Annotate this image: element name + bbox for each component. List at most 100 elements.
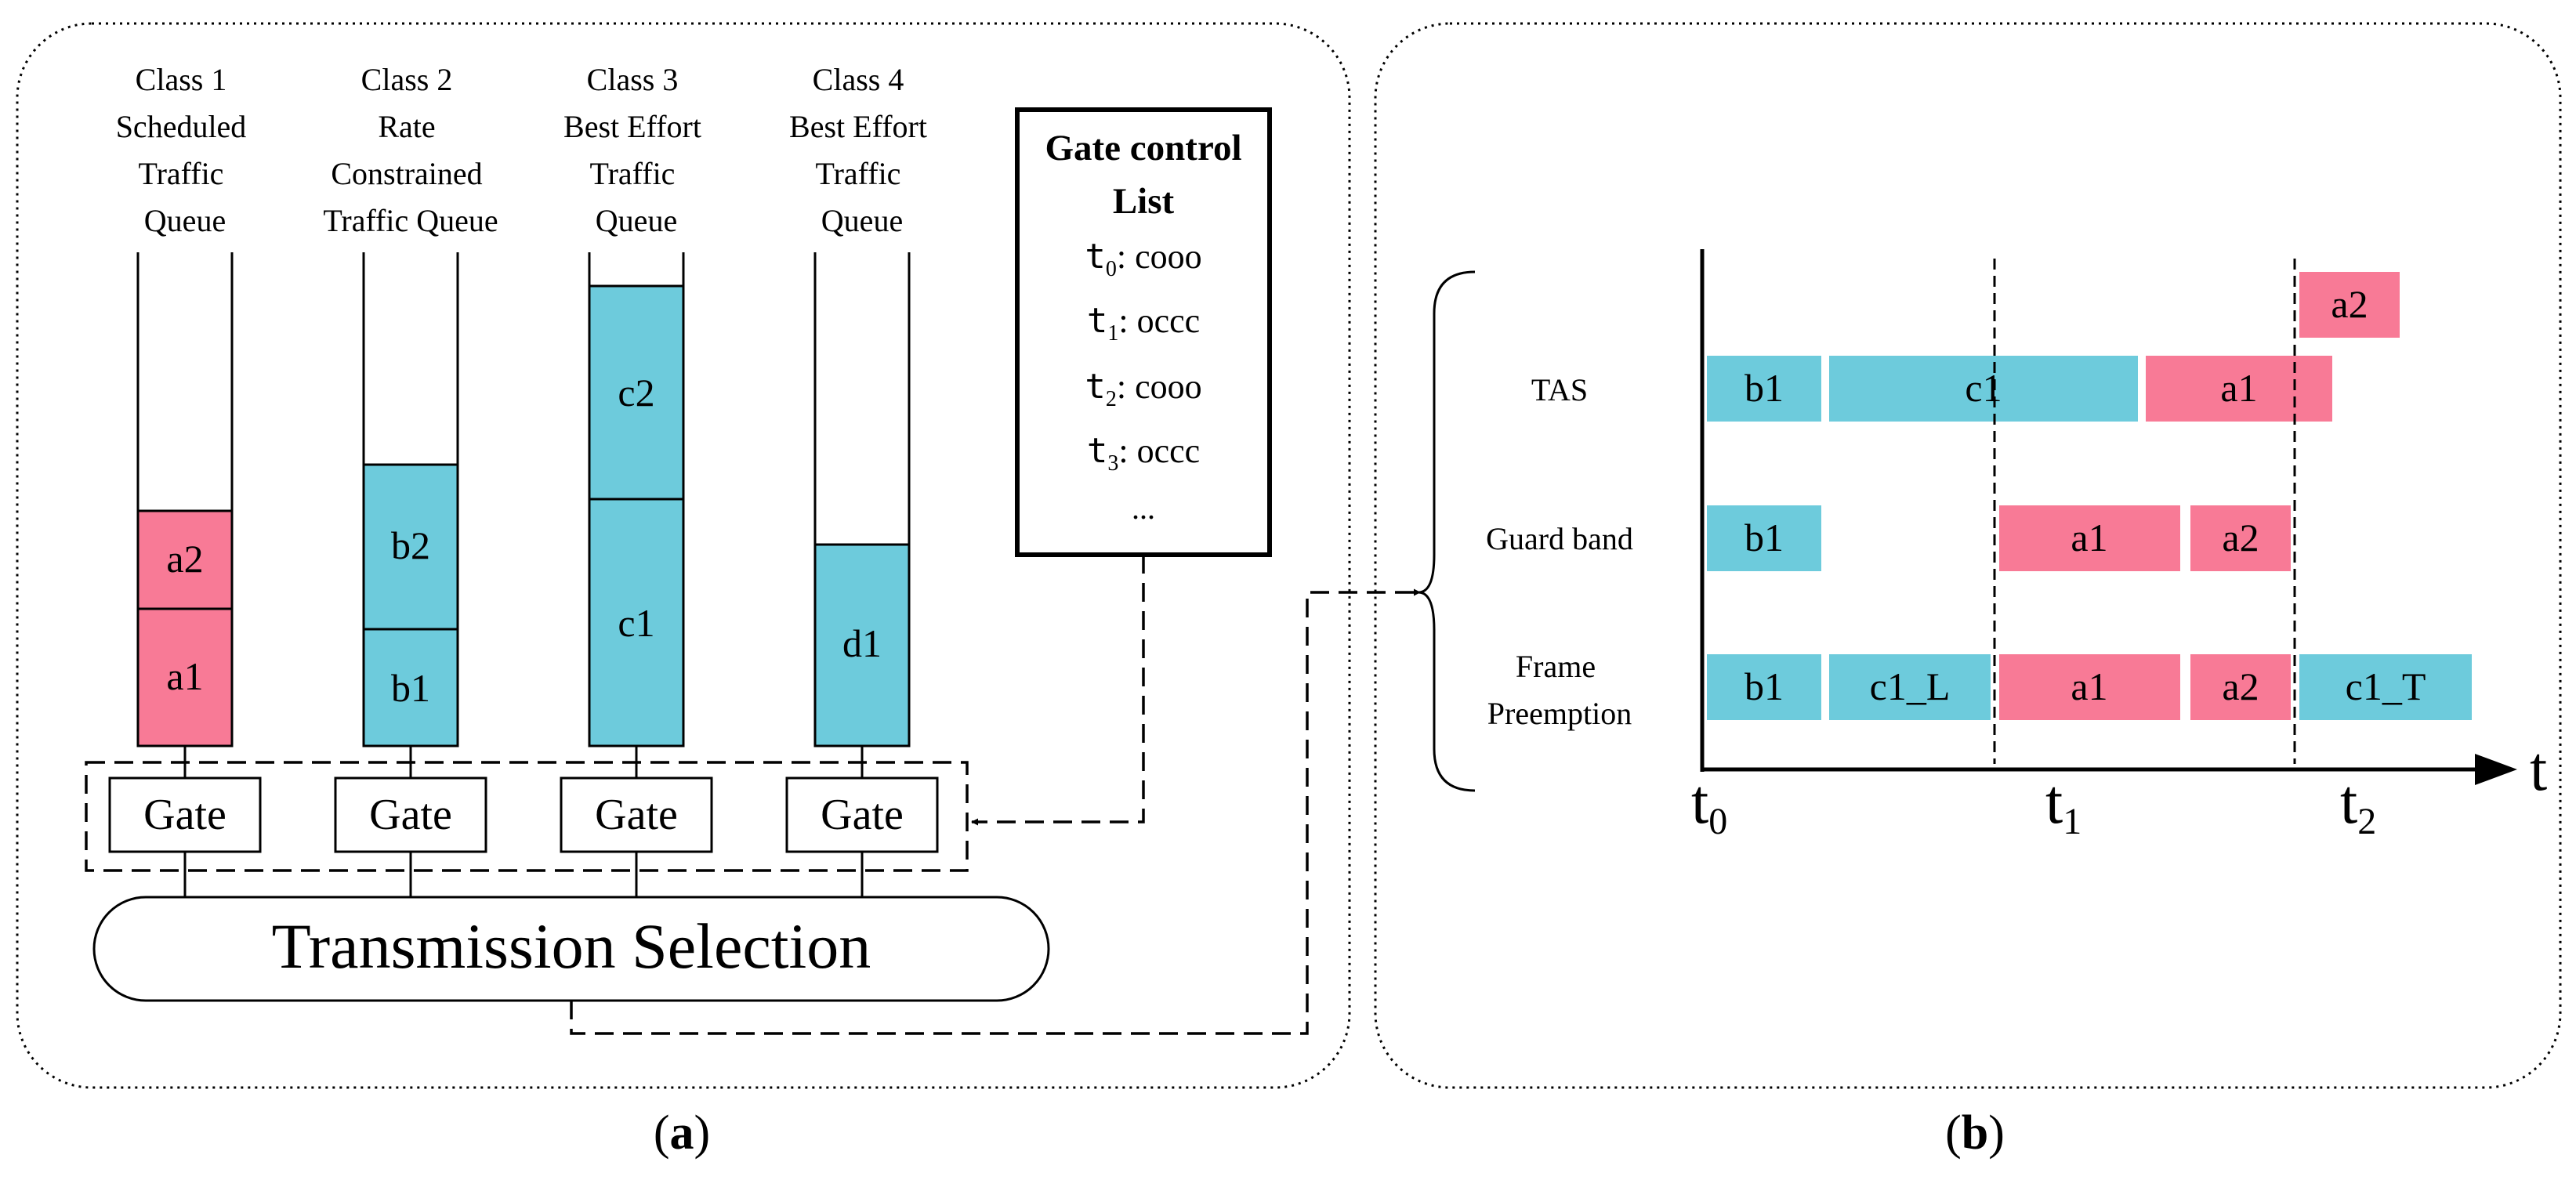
queue-3-header-line-1: Class 3 (587, 62, 679, 97)
row-label-frame-preemption-line-1: Frame (1516, 649, 1596, 684)
time-mark-t0-base: t (1691, 768, 1708, 837)
queue-2-frame-b1 (362, 628, 459, 747)
selection-to-timeline-arrow (570, 588, 1421, 1035)
fp-c1-l-label: c1_L (1870, 664, 1951, 708)
gcl-ellipsis: ... (1132, 490, 1155, 526)
gcl-entry-2-time: t (1085, 367, 1106, 407)
queue-1-frame-a2-label: a2 (166, 537, 203, 581)
panel-b-frame (1374, 22, 2562, 1089)
panel-a: Class 1 Scheduled Traffic Queue a2 a1 Ga… (16, 22, 1421, 1160)
gcl-entry-3: t3: occc (1087, 431, 1200, 476)
gcl-entry-3-state: : occc (1118, 432, 1200, 470)
queue-1-frame-a1 (136, 607, 234, 747)
panel-a-caption-open: ( (654, 1106, 670, 1160)
queue-1-gate-label: Gate (143, 791, 226, 839)
queue-4-header-line-4: Queue (821, 203, 903, 238)
tas-a2-block (2299, 272, 2400, 338)
queue-3-header-line-2: Best Effort (563, 109, 701, 144)
gate-control-list-box (1015, 107, 1272, 557)
time-mark-t1-base: t (2045, 768, 2063, 837)
queue-2: Class 2 Rate Constrained Traffic Queue b… (323, 62, 498, 897)
row-label-frame-preemption-line-2: Preemption (1487, 696, 1632, 731)
tas-a1-label: a1 (2220, 366, 2257, 410)
fp-a1-label: a1 (2071, 664, 2107, 708)
gcl-entry-0: t0: cooo (1085, 237, 1201, 281)
panel-b-caption-close: ) (1988, 1106, 2005, 1160)
gcl-entry-1-state: : occc (1118, 302, 1200, 340)
tas-row: b1 c1 a1 a2 (1707, 272, 2400, 422)
gcl-to-gates-arrow (971, 555, 1145, 826)
gcl-entry-2-state: : cooo (1117, 367, 1202, 406)
gcl-entry-1-sub: 1 (1107, 321, 1118, 346)
queue-3-gate (560, 776, 713, 853)
fp-b1-label: b1 (1745, 664, 1784, 708)
guard-band-row: b1 a1 a2 (1707, 505, 2291, 571)
queue-2-header: Class 2 Rate Constrained Traffic Queue (323, 62, 498, 238)
queue-3-frame-c2-label: c2 (618, 371, 654, 414)
guard-a2-label: a2 (2222, 516, 2259, 559)
tas-b1-block (1707, 356, 1821, 422)
queue-1-gate (108, 776, 262, 853)
gcl-entry-0-state: : cooo (1117, 237, 1202, 276)
time-mark-t1: t1 (2045, 768, 2081, 842)
queue-1: Class 1 Scheduled Traffic Queue a2 a1 Ga… (108, 62, 262, 897)
queue-4-header-line-2: Best Effort (789, 109, 927, 144)
guard-b1-block (1707, 505, 1821, 571)
tas-c1-block (1829, 356, 2138, 422)
guard-a1-block (1999, 505, 2180, 571)
fp-a2-block (2190, 654, 2291, 720)
gcl-entry-3-sub: 3 (1107, 451, 1118, 476)
time-mark-t2-base: t (2340, 768, 2357, 837)
queue-1-header-line-4: Queue (144, 203, 226, 238)
panel-a-frame (16, 22, 1351, 1089)
tas-c1-label: c1 (1965, 366, 2002, 410)
panel-b: TAS Guard band Frame Preemption b1 c1 a1… (1374, 22, 2562, 1160)
gate-control-list: Gate control List t0: cooo t1: occc t2: … (1015, 107, 1272, 557)
queue-4-header-line-3: Traffic (816, 156, 901, 191)
gcl-entry-3-time: t (1087, 431, 1108, 471)
queue-4-header-line-1: Class 4 (813, 62, 904, 97)
tas-b1-label: b1 (1745, 366, 1784, 410)
queue-3-header-line-3: Traffic (590, 156, 676, 191)
queue-3-gate-label: Gate (595, 791, 678, 839)
queue-2-gate (334, 776, 487, 853)
queue-4-gate-label: Gate (821, 791, 904, 839)
queue-2-header-line-4: Traffic Queue (323, 203, 498, 238)
gcl-entry-0-sub: 0 (1106, 257, 1117, 281)
gate-control-list-title-1: Gate control (1045, 128, 1241, 168)
queue-2-header-line-3: Constrained (331, 156, 482, 191)
time-mark-t2-sub: 2 (2357, 801, 2376, 842)
queue-1-frame-a2 (136, 509, 234, 610)
queue-1-header-line-1: Class 1 (136, 62, 227, 97)
time-mark-t0: t0 (1691, 768, 1727, 842)
queue-1-header-line-2: Scheduled (116, 109, 247, 144)
queue-3-header-line-4: Queue (596, 203, 677, 238)
frame-preemption-row: b1 c1_L a1 a2 c1_T (1707, 654, 2472, 720)
fp-c1-t-block (2299, 654, 2472, 720)
queue-4-header: Class 4 Best Effort Traffic Queue (789, 62, 935, 238)
queue-3-frame-c2 (588, 284, 685, 501)
time-mark-t1-sub: 1 (2063, 801, 2081, 842)
guard-a1-label: a1 (2071, 516, 2107, 559)
queue-3-header: Class 3 Best Effort Traffic Queue (563, 62, 709, 238)
queue-3-frame-c1-label: c1 (618, 601, 654, 645)
gcl-entry-1-time: t (1087, 301, 1108, 341)
time-axis-label: t (2530, 735, 2547, 804)
gates-dashed-group (85, 761, 969, 872)
queue-4-gate (785, 776, 939, 853)
gate-control-list-title-2: List (1113, 181, 1175, 222)
fp-c1-t-label: c1_T (2346, 664, 2426, 708)
gcl-entry-1: t1: occc (1087, 301, 1200, 346)
row-label-frame-preemption: Frame Preemption (1487, 649, 1632, 731)
panel-b-caption: (b) (1945, 1106, 2005, 1160)
queue-2-frame-b2 (362, 463, 459, 631)
tas-a1-block (2146, 356, 2332, 422)
fp-b1-block (1707, 654, 1821, 720)
transmission-selection-label: Transmission Selection (272, 910, 871, 982)
gcl-entry-2-sub: 2 (1106, 387, 1117, 411)
row-group-brace (1418, 270, 1476, 792)
queue-1-header: Class 1 Scheduled Traffic Queue (116, 62, 255, 238)
queue-2-frame-b2-label: b2 (391, 523, 430, 567)
panel-a-caption-close: ) (694, 1106, 711, 1160)
